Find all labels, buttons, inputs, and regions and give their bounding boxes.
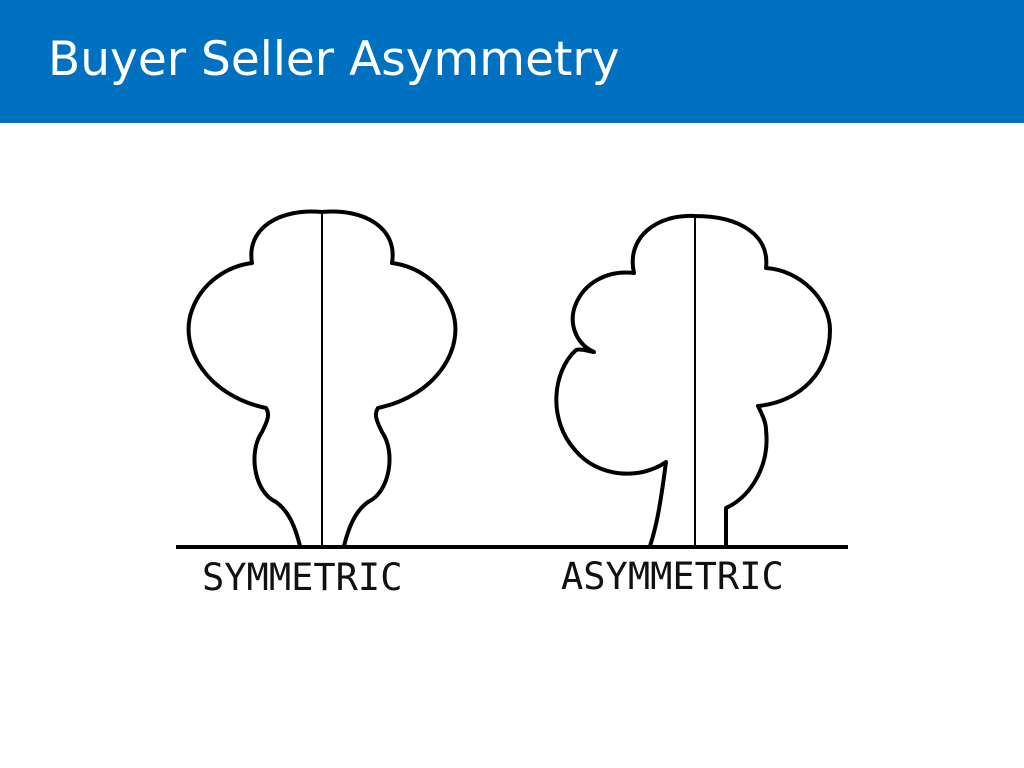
asymmetric-tree	[554, 213, 832, 548]
title-bar: Buyer Seller Asymmetry	[0, 0, 1024, 123]
asymmetric-tree-outline	[554, 213, 832, 548]
slide-title: Buyer Seller Asymmetry	[48, 32, 620, 87]
asymmetric-label: ASYMMETRIC	[561, 555, 784, 598]
symmetric-label: SYMMETRIC	[202, 556, 402, 599]
symmetric-tree	[186, 209, 458, 548]
